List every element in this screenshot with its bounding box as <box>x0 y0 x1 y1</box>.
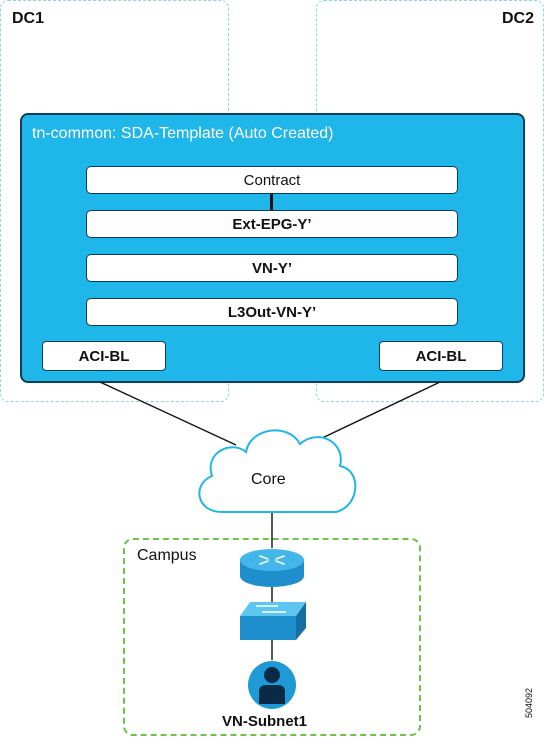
aci-bl-right: ACI-BL <box>379 341 503 371</box>
user-icon <box>248 661 296 709</box>
template-title: tn-common: SDA-Template (Auto Created) <box>32 125 334 142</box>
campus-label: Campus <box>137 547 197 564</box>
dc2-label: DC2 <box>501 10 534 27</box>
template-item-ext-epg: Ext-EPG-Y’ <box>86 210 458 238</box>
sda-template-box <box>20 113 525 383</box>
link-right-bl-core <box>317 381 441 441</box>
aci-bl-left: ACI-BL <box>42 341 166 371</box>
template-item-contract: Contract <box>86 166 458 194</box>
endpoint-label: VN-Subnet1 <box>222 713 308 730</box>
core-label: Core <box>251 471 286 488</box>
template-item-l3out: L3Out-VN-Y’ <box>86 298 458 326</box>
template-item-vn: VN-Y’ <box>86 254 458 282</box>
contract-connector <box>270 193 273 211</box>
cloud-icon <box>198 429 357 513</box>
dc1-label: DC1 <box>12 10 45 27</box>
figure-number: 504092 <box>524 687 534 719</box>
link-left-bl-core <box>99 381 237 446</box>
switch-icon <box>240 602 306 640</box>
router-icon <box>240 549 304 587</box>
